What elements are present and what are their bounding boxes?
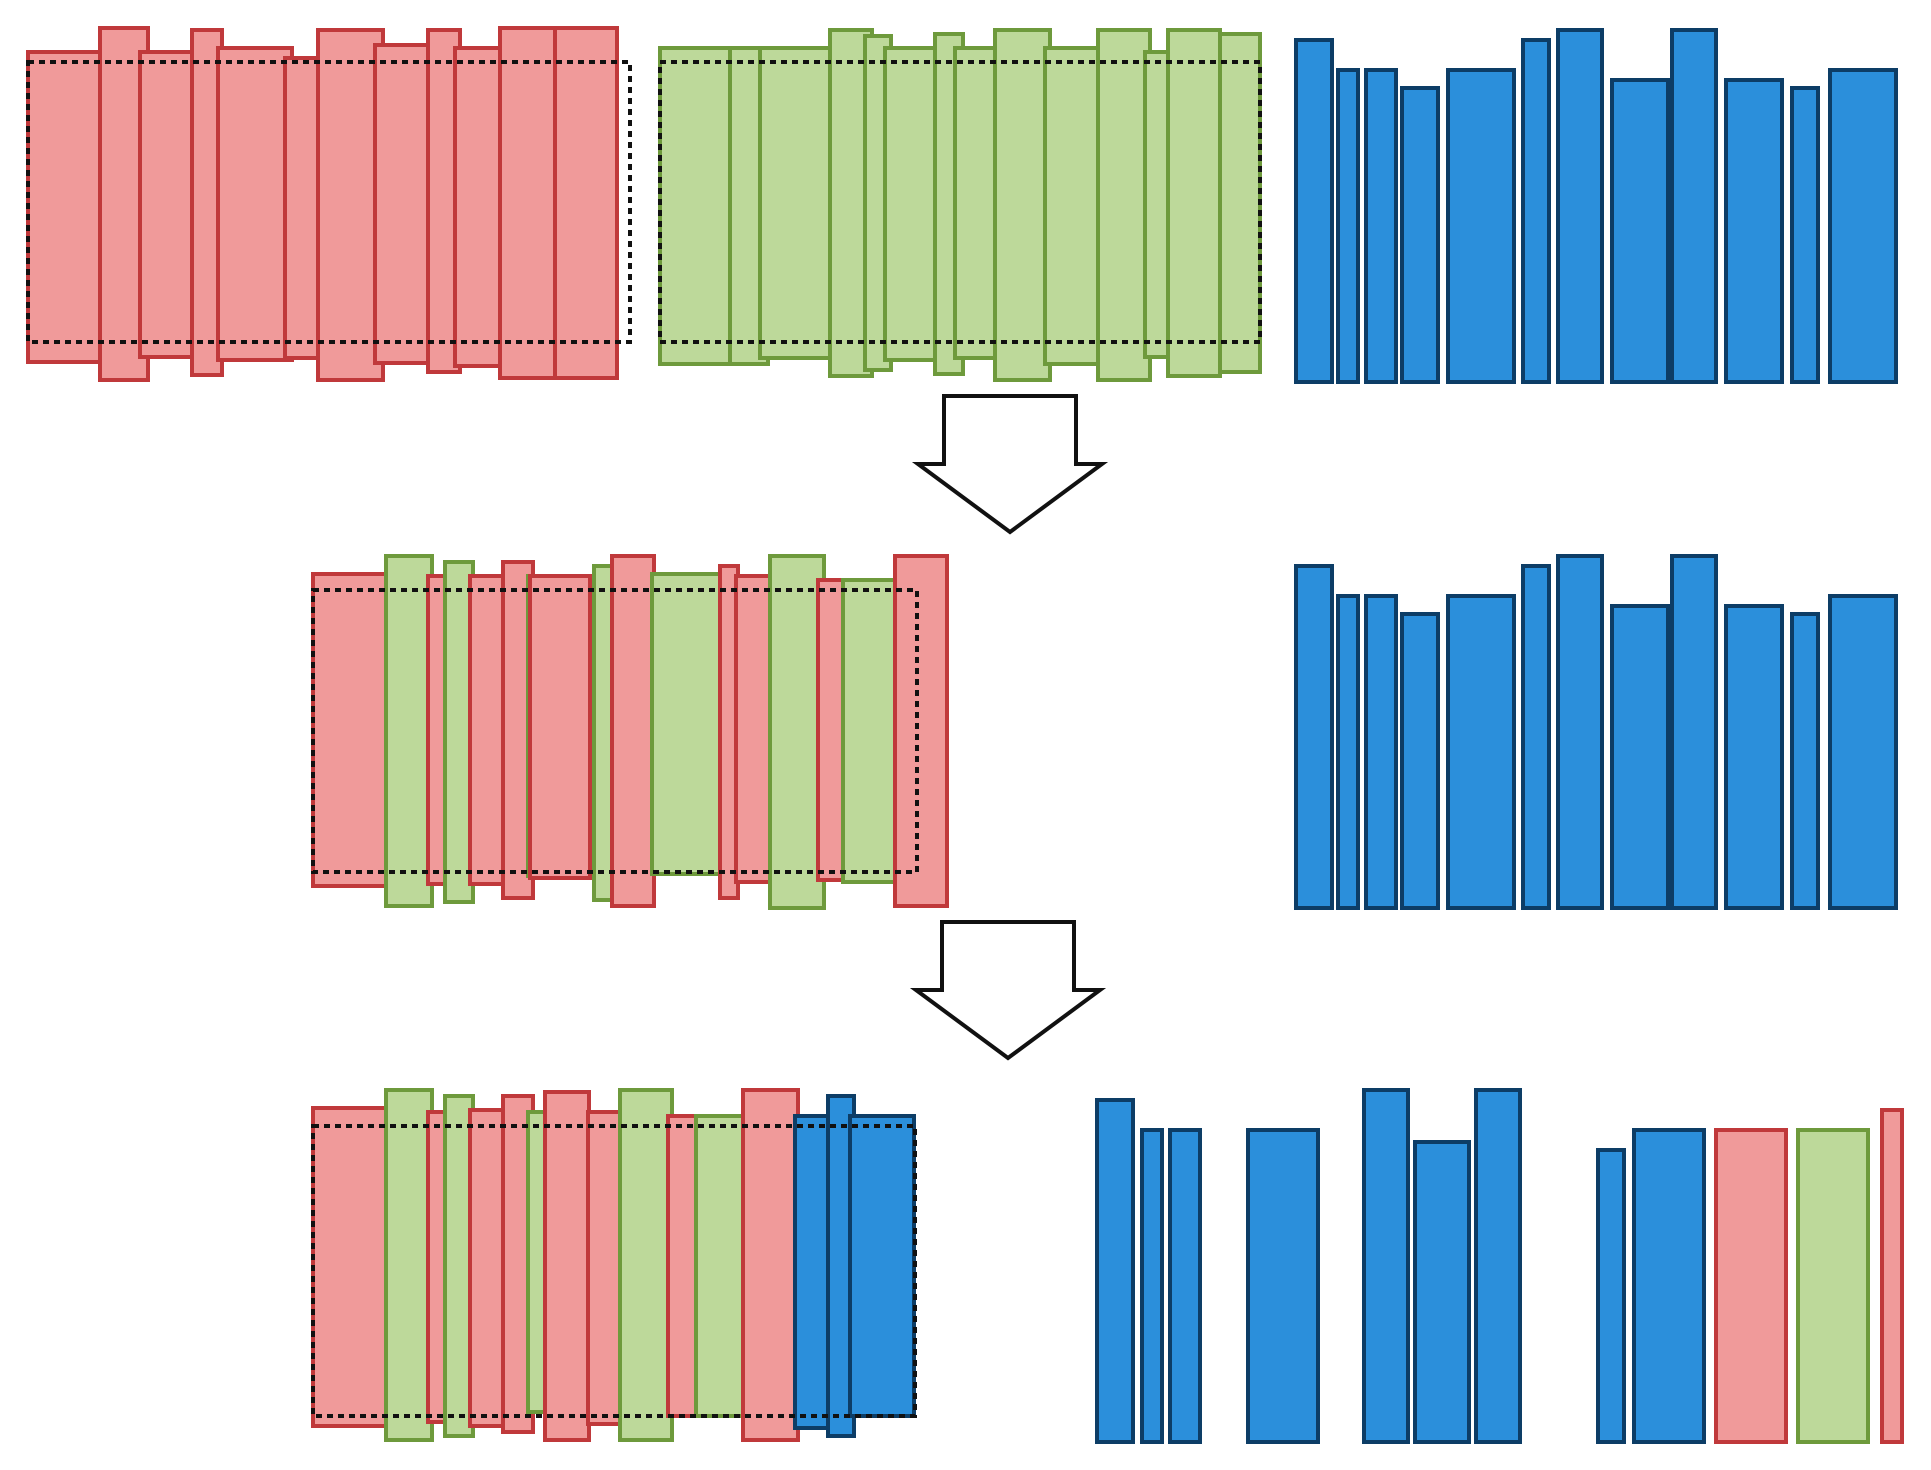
dotted-frame (658, 60, 1262, 344)
bar (216, 46, 294, 362)
blue-bars-top (1294, 28, 1898, 384)
bar (893, 554, 949, 908)
bar (650, 572, 724, 876)
bar (1095, 1098, 1135, 1444)
bar (1632, 1128, 1706, 1444)
leftover-bars (1596, 1108, 1904, 1444)
bar (1246, 1128, 1320, 1444)
green-bars-top (658, 28, 1262, 382)
bar (1556, 28, 1604, 384)
bar (1521, 38, 1551, 384)
bar (1336, 68, 1360, 384)
bar (1362, 1088, 1410, 1444)
bar (138, 50, 198, 359)
bar (1796, 1128, 1870, 1444)
bar (1596, 1148, 1626, 1444)
bar (1714, 1128, 1788, 1444)
merged-red-green (311, 554, 949, 910)
bar (1336, 594, 1360, 910)
bar (841, 578, 899, 884)
bar (618, 1088, 674, 1442)
bar (553, 26, 619, 380)
red-bars-top (26, 26, 632, 382)
bar (666, 1114, 700, 1418)
bar (1400, 612, 1440, 910)
bar (468, 1108, 506, 1428)
bar (848, 1114, 916, 1418)
bar (768, 554, 826, 910)
dotted-frame (311, 588, 919, 874)
blue-bars-middle (1294, 554, 1898, 910)
bar (1880, 1108, 1904, 1444)
bar (1724, 604, 1784, 910)
merged-all (311, 1088, 917, 1442)
bar (1828, 68, 1898, 384)
bar (468, 574, 508, 886)
bar (1790, 612, 1820, 910)
bar (1413, 1140, 1471, 1444)
bar (311, 572, 395, 888)
bar (1218, 32, 1262, 374)
bar (586, 1110, 622, 1426)
down-arrow-icon (911, 394, 1109, 535)
bar (1724, 78, 1784, 384)
bar (658, 46, 740, 366)
bar (1521, 564, 1551, 910)
bar (498, 26, 562, 380)
bar (1446, 68, 1516, 384)
dotted-frame (26, 60, 632, 344)
bar (1670, 554, 1718, 910)
bar (1140, 1128, 1164, 1444)
bar (1400, 86, 1440, 384)
bar (1096, 28, 1152, 382)
bar (1446, 594, 1516, 910)
bar (311, 1106, 395, 1428)
remaining-blue-bars (1095, 1088, 1522, 1444)
bar (610, 554, 656, 908)
bar (26, 50, 108, 364)
bar (543, 1090, 591, 1442)
bar (1364, 594, 1398, 910)
bar (1364, 68, 1398, 384)
bar (1790, 86, 1820, 384)
bar (1294, 38, 1334, 384)
bar (1610, 604, 1670, 910)
bar (384, 1088, 434, 1442)
bar (384, 554, 434, 908)
down-arrow-icon (909, 920, 1107, 1061)
bar (883, 46, 942, 362)
bar (1168, 1128, 1202, 1444)
bar (1166, 28, 1222, 378)
bar (1556, 554, 1604, 910)
bar (1294, 564, 1334, 910)
bar (741, 1088, 800, 1442)
dotted-frame (311, 1124, 917, 1418)
bar (1610, 78, 1670, 384)
bar (1670, 28, 1718, 384)
bar (1474, 1088, 1522, 1444)
bar (758, 46, 840, 360)
bar (1828, 594, 1898, 910)
bar (993, 28, 1052, 382)
bar (694, 1114, 746, 1418)
bar (528, 574, 592, 880)
bar (373, 43, 437, 365)
